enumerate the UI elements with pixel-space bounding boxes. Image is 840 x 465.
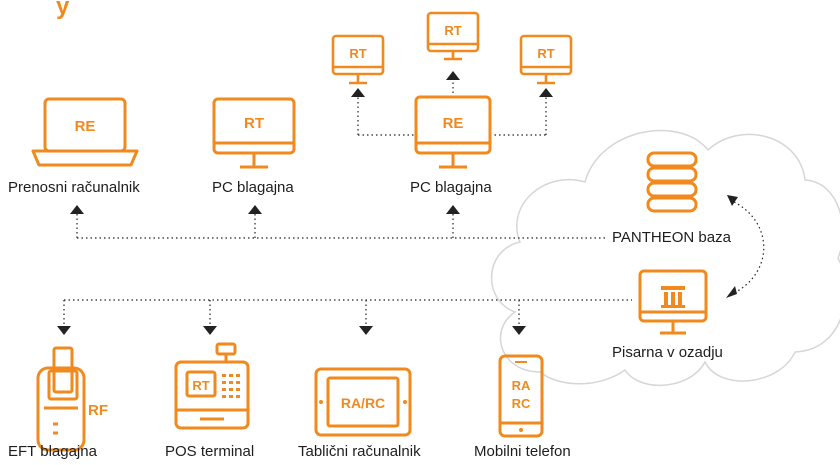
eft-label: EFT blagajna [8, 443, 97, 460]
bank-icon [661, 286, 685, 308]
phone-tag-line2: RC [512, 396, 531, 411]
arrow-heads [57, 71, 553, 335]
cloud-shape [490, 129, 840, 387]
phone-speaker [515, 361, 527, 363]
pc2-label: PC blagajna [410, 179, 492, 196]
tablet-camera [319, 400, 323, 404]
pc1-label: PC blagajna [212, 179, 294, 196]
payment-terminal-icon [36, 346, 86, 452]
phone-home-button [519, 428, 523, 432]
pc2-monitor-icon [414, 95, 492, 169]
smartphone-icon [498, 354, 544, 438]
partial-heading-text: y [56, 0, 70, 20]
tablet-button [403, 400, 407, 404]
rt-right-monitor-icon [519, 34, 573, 85]
rt-top-monitor-icon [426, 11, 480, 61]
office-label: Pisarna v ozadju [612, 344, 723, 361]
pos-tag: RT [192, 378, 209, 393]
database-icon [646, 151, 698, 213]
phone-label: Mobilni telefon [474, 443, 571, 460]
laptop-label: Prenosni računalnik [8, 179, 140, 196]
office-monitor-icon [638, 269, 708, 335]
connector-lines [63, 78, 632, 326]
laptop-tag: RE [75, 118, 96, 135]
keypad-dots [222, 374, 240, 398]
laptop-icon [31, 97, 139, 167]
pc2-tag: RE [443, 115, 464, 132]
rt-left-monitor-icon [331, 34, 385, 85]
eft-tag: RF [88, 402, 108, 419]
tablet-icon [314, 367, 412, 437]
tablet-label: Tablični računalnik [298, 443, 421, 460]
pc1-monitor-icon [212, 97, 296, 169]
rt-right-tag: RT [537, 46, 554, 61]
pc1-tag: RT [244, 115, 264, 132]
cash-register-icon [174, 342, 250, 430]
pos-label: POS terminal [165, 443, 255, 460]
phone-tag-line1: RA [512, 378, 531, 393]
rt-left-tag: RT [349, 46, 366, 61]
rt-top-tag: RT [444, 23, 461, 38]
database-label: PANTHEON baza [612, 229, 731, 246]
tablet-tag: RA/RC [341, 395, 385, 411]
